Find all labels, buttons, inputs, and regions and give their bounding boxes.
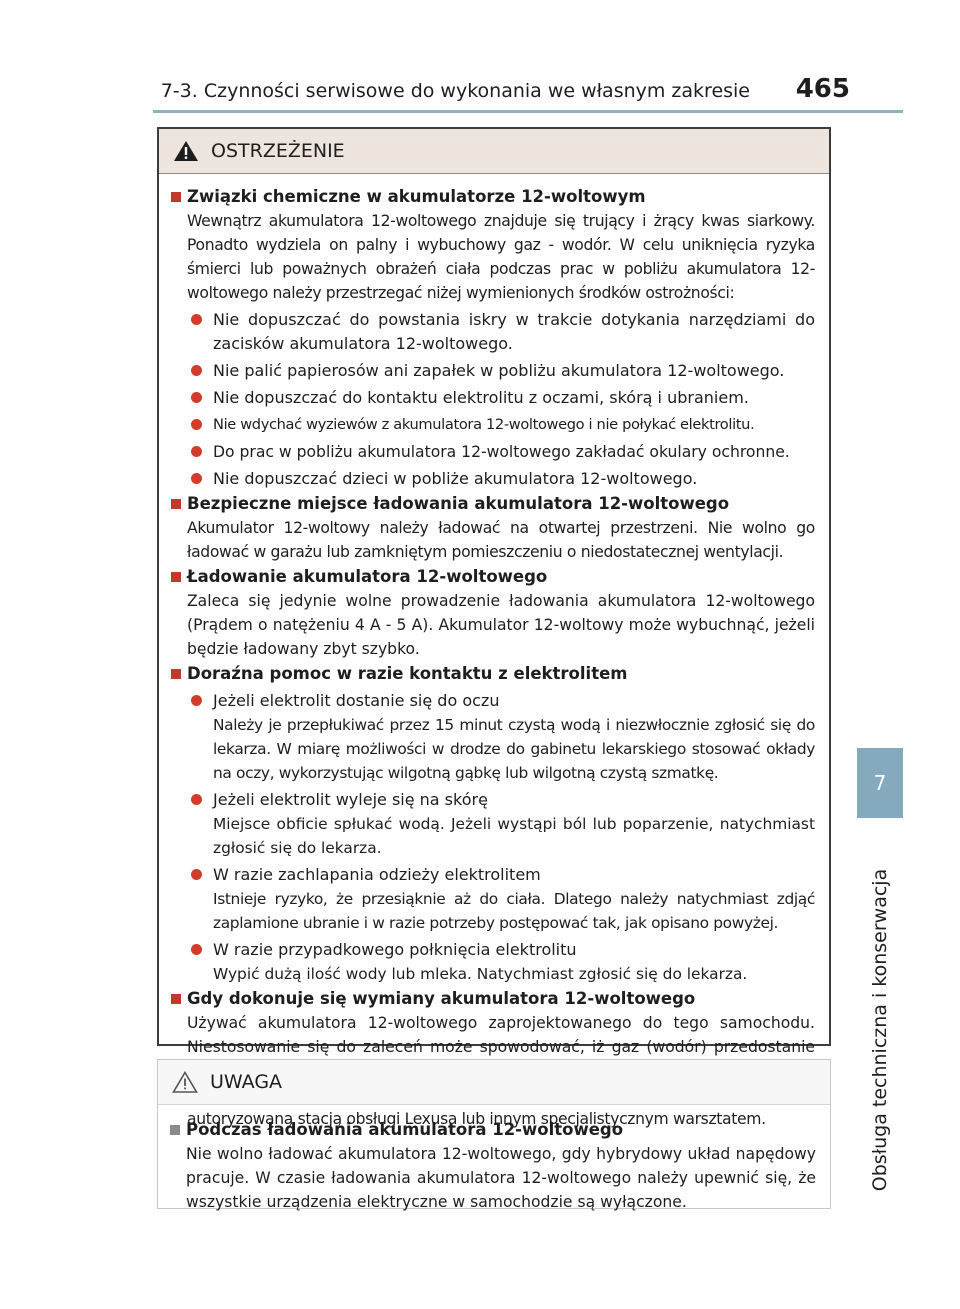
square-bullet-icon: [171, 994, 181, 1004]
section-heading: Gdy dokonuje się wymiany akumulatora 12-…: [171, 987, 815, 1011]
caution-title: UWAGA: [210, 1071, 283, 1093]
warning-title: OSTRZEŻENIE: [211, 140, 345, 162]
list-item: W razie przypadkowego połknięcia elektro…: [171, 938, 815, 986]
section-heading: Podczas ładowania akumulatora 12-woltowe…: [170, 1118, 816, 1142]
square-bullet-icon: [171, 669, 181, 679]
list-item-text: Nie palić papierosów ani zapałek w pobli…: [213, 361, 785, 380]
list-item-text: Do prac w pobliżu akumulatora 12-woltowe…: [213, 443, 790, 461]
dot-bullet-icon: [191, 695, 202, 706]
square-bullet-icon: [171, 572, 181, 582]
list-item-label: Jeżeli elektrolit wyleje się na skórę: [213, 790, 488, 809]
list-item: Nie dopuszczać do kontaktu elektrolitu z…: [171, 386, 815, 410]
square-bullet-icon: [171, 192, 181, 202]
dot-bullet-icon: [191, 944, 202, 955]
square-bullet-icon: [171, 499, 181, 509]
section-heading-text: Gdy dokonuje się wymiany akumulatora 12-…: [187, 989, 696, 1008]
section-heading-text: Ładowanie akumulatora 12-woltowego: [187, 567, 548, 586]
caution-body: Podczas ładowania akumulatora 12-woltowe…: [158, 1105, 830, 1214]
list-item: W razie zachlapania odzieży elektrolitem…: [171, 863, 815, 935]
header-rule: [153, 110, 903, 113]
section-heading-text: Związki chemiczne w akumulatorze 12-wolt…: [187, 187, 646, 206]
list-item: Nie palić papierosów ani zapałek w pobli…: [171, 359, 815, 383]
chapter-tab: 7: [857, 748, 903, 818]
dot-bullet-icon: [191, 314, 202, 325]
warning-box: OSTRZEŻENIE Związki chemiczne w akumulat…: [157, 127, 831, 1128]
list-item-text: Nie dopuszczać do kontaktu elektrolitu z…: [213, 388, 749, 407]
section-text: Wewnątrz akumulatora 12-woltowego znajdu…: [187, 212, 815, 302]
dot-bullet-icon: [191, 794, 202, 805]
list-item-label: W razie przypadkowego połknięcia elektro…: [213, 940, 577, 959]
warning-body: Związki chemiczne w akumulatorze 12-wolt…: [159, 174, 829, 1131]
section-heading-text: Doraźna pomoc w razie kontaktu z elektro…: [187, 664, 628, 683]
section-heading-text: Bezpieczne miejsce ładowania akumulatora…: [187, 494, 730, 513]
section-text: Akumulator 12-woltowy należy ładować na …: [187, 519, 815, 561]
section-heading-text: Podczas ładowania akumulatora 12-woltowe…: [186, 1120, 624, 1139]
section-text: Zaleca się jedynie wolne prowadzenie ład…: [187, 592, 815, 658]
list-item-text: Istnieje ryzyko, że przesiąknie aż do ci…: [213, 890, 815, 932]
page-number: 465: [795, 74, 850, 104]
dot-bullet-icon: [191, 419, 202, 430]
caution-triangle-icon: [172, 1071, 198, 1093]
list-item-text: Należy je przepłukiwać przez 15 minut cz…: [213, 716, 815, 782]
list-item-label: Jeżeli elektrolit dostanie się do oczu: [213, 691, 500, 710]
warning-triangle-icon: [174, 141, 198, 161]
dot-bullet-icon: [191, 473, 202, 484]
list-item-text: Nie dopuszczać dzieci w pobliże akumulat…: [213, 469, 698, 488]
section-heading: Związki chemiczne w akumulatorze 12-wolt…: [171, 185, 815, 209]
list-item-label: W razie zachlapania odzieży elektrolitem: [213, 865, 541, 884]
caution-box: UWAGA Podczas ładowania akumulatora 12-w…: [157, 1059, 831, 1211]
square-bullet-icon: [170, 1125, 180, 1135]
chapter-side-label: Obsługa techniczna i konserwacja: [835, 830, 925, 1230]
list-item: Nie dopuszczać dzieci w pobliże akumulat…: [171, 467, 815, 491]
dot-bullet-icon: [191, 365, 202, 376]
dot-bullet-icon: [191, 869, 202, 880]
list-item-text: Miejsce obficie spłukać wodą. Jeżeli wys…: [213, 815, 815, 857]
list-item-text: Nie dopuszczać do powstania iskry w trak…: [213, 310, 815, 353]
list-item-text: Wypić dużą ilość wody lub mleka. Natychm…: [213, 965, 748, 983]
list-item: Nie wdychać wyziewów z akumulatora 12-wo…: [171, 413, 815, 437]
list-item-text: Nie wdychać wyziewów z akumulatora 12-wo…: [213, 416, 755, 433]
list-item: Nie dopuszczać do powstania iskry w trak…: [171, 308, 815, 356]
section-heading: Bezpieczne miejsce ładowania akumulatora…: [171, 492, 815, 516]
dot-bullet-icon: [191, 446, 202, 457]
page-header: 7-3. Czynności serwisowe do wykonania we…: [0, 62, 850, 110]
dot-bullet-icon: [191, 392, 202, 403]
section-heading: Ładowanie akumulatora 12-woltowego: [171, 565, 815, 589]
section-title: 7-3. Czynności serwisowe do wykonania we…: [160, 80, 750, 102]
section-text: Nie wolno ładować akumulatora 12-woltowe…: [186, 1145, 816, 1211]
caution-header: UWAGA: [158, 1060, 830, 1105]
section-heading: Doraźna pomoc w razie kontaktu z elektro…: [171, 662, 815, 686]
list-item: Do prac w pobliżu akumulatora 12-woltowe…: [171, 440, 815, 464]
warning-header: OSTRZEŻENIE: [159, 129, 829, 174]
chapter-title: Obsługa techniczna i konserwacja: [869, 868, 892, 1192]
